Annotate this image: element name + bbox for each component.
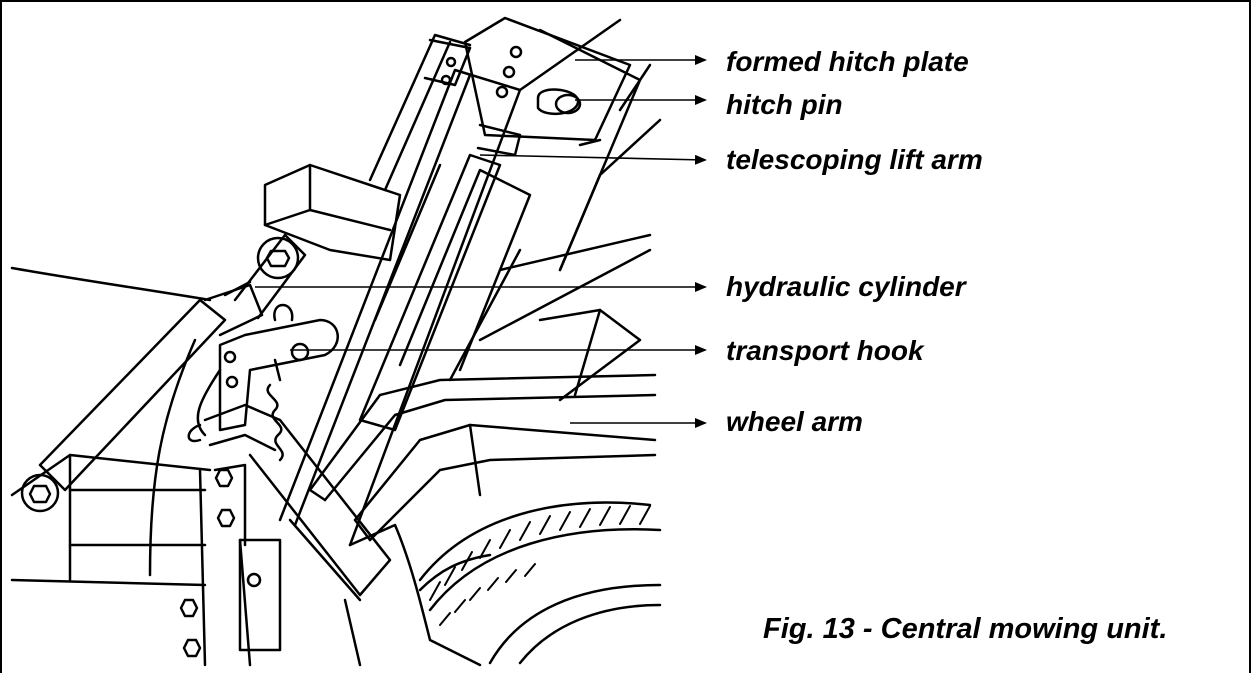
hitch-plate-drawing <box>423 16 632 157</box>
lift-arm-drawing <box>278 68 522 547</box>
hose-drop <box>148 338 197 577</box>
label-hitch-pin: hitch pin <box>726 89 843 120</box>
support-column <box>179 403 392 667</box>
pivot-block <box>263 163 402 262</box>
label-wheel-arm: wheel arm <box>726 406 863 437</box>
hydraulic-cylinder-drawing <box>20 280 264 513</box>
leader-telescoping-lift-arm <box>479 154 707 165</box>
wheel-tire-drawing <box>418 501 662 665</box>
deck-frame <box>10 453 212 587</box>
label-formed-hitch-plate: formed hitch plate <box>726 46 969 77</box>
wheel-arm-drawing <box>308 308 657 542</box>
label-transport-hook: transport hook <box>726 335 924 366</box>
hose-line <box>10 266 212 302</box>
upper-frame <box>368 18 662 272</box>
inner-braces <box>398 168 652 382</box>
label-telescoping-lift-arm: telescoping lift arm <box>726 144 983 175</box>
figure-caption: Fig. 13 - Central mowing unit. <box>763 613 1168 645</box>
transport-hook-drawing <box>187 303 339 462</box>
label-hydraulic-cylinder: hydraulic cylinder <box>726 271 966 302</box>
